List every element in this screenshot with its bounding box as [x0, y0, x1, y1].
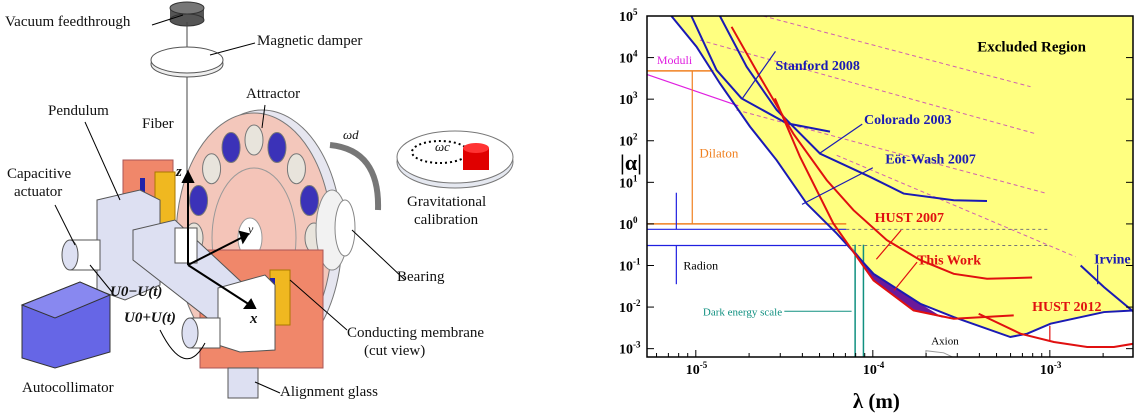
series-line-hust-2007 [730, 26, 1033, 280]
bearing-icon [315, 189, 356, 271]
x-tick-label: 10-3 [1040, 360, 1062, 378]
gravitational-calibration-icon [396, 130, 514, 189]
label-u-plus: U0+U(t) [124, 310, 176, 326]
model-dashed-line [699, 39, 1036, 135]
y-tick-label: 100 [619, 215, 638, 233]
y-tick-exponent: 0 [633, 215, 638, 225]
label-pointer-line [893, 261, 918, 291]
excluded-region-fill [671, 16, 1133, 338]
magnetic-damper-icon [150, 46, 224, 78]
y-tick-label: 10-1 [619, 256, 641, 274]
y-tick-exponent: 3 [633, 90, 638, 100]
label-capacitive-actuator-2: actuator [14, 184, 63, 200]
y-tick-exponent: -3 [633, 340, 641, 350]
model-dashed-line [736, 109, 1048, 195]
plot-frame [646, 15, 1134, 358]
series-line-this-work [774, 97, 1014, 320]
label-hust-2007: HUST 2007 [875, 211, 944, 226]
y-tick-label: 101 [619, 173, 638, 191]
series-line-irvine [1079, 264, 1133, 313]
y-tick-exponent: 4 [633, 49, 638, 59]
label-colorado-2003: Colorado 2003 [864, 113, 952, 128]
label-pointer-line [819, 123, 863, 154]
moduli-line [647, 73, 739, 107]
y-tick-exponent: 5 [633, 7, 638, 17]
label-this-work: This Work [917, 254, 981, 269]
y-tick-label: 102 [619, 132, 638, 150]
x-axis-label: λ (m) [853, 389, 900, 413]
label-omega-c: ωc [435, 139, 450, 154]
label-autocollimator: Autocollimator [22, 380, 114, 396]
label-bearing: Bearing [397, 269, 445, 285]
y-tick-exponent: -1 [633, 256, 641, 266]
model-dashed-line [836, 154, 1076, 258]
excluded-region-label: Excluded Region [977, 39, 1086, 55]
autocollimator-icon [20, 281, 112, 369]
label-attractor: Attractor [246, 86, 301, 102]
label-fiber: Fiber [142, 116, 174, 132]
x-tick-exponent: -4 [877, 360, 885, 370]
x-tick-exponent: -5 [700, 360, 708, 370]
attractor-mass-icon [286, 153, 306, 185]
label-gravitational-calibration-1: Gravitational [407, 194, 487, 210]
attractor-mass-icon [189, 184, 209, 216]
label-moduli: Moduli [657, 53, 693, 67]
label-capacitive-actuator-1: Capacitive [7, 166, 72, 182]
label-omega-d: ωd [343, 127, 359, 142]
alignment-glass-icon [227, 367, 259, 399]
rotation-arrow-icon [329, 142, 382, 211]
label-stanford-2008: Stanford 2008 [775, 59, 859, 74]
label-axis-y: y [248, 222, 254, 236]
label-conducting-membrane-2: (cut view) [364, 343, 426, 359]
label-magnetic-damper: Magnetic damper [257, 33, 363, 49]
x-tick-exponent: -3 [1054, 360, 1062, 370]
x-tick-label: 10-5 [686, 360, 708, 378]
y-tick-exponent: 1 [633, 173, 638, 183]
label-radion: Radion [683, 259, 718, 273]
y-tick-label: 103 [619, 90, 638, 108]
label-pointer-line [741, 50, 776, 100]
series-line-hust-2012 [978, 312, 1133, 348]
series-line-colorado-2003 [718, 16, 988, 203]
leader-lines [54, 14, 406, 394]
y-tick-label: 10-3 [619, 340, 641, 358]
attractor-mass-icon [267, 131, 287, 163]
y-tick-label: 104 [619, 49, 638, 67]
y-tick-label: 105 [619, 7, 638, 25]
label-hust-2012: HUST 2012 [1032, 300, 1101, 315]
label-irvine: Irvine [1094, 252, 1131, 267]
label-u-minus: U0−U(t) [110, 284, 163, 300]
vacuum-feedthrough-icon [169, 1, 205, 27]
label-vacuum-feedthrough: Vacuum feedthrough [5, 14, 131, 30]
label-axis-z: z [176, 164, 182, 180]
series-line-e-t-wash-2007 [670, 16, 1133, 339]
attractor-mass-icon [202, 153, 222, 185]
attractor-mass-icon [299, 184, 319, 216]
x-tick-label: 10-4 [863, 360, 885, 378]
model-dashed-line [763, 16, 1031, 88]
y-tick-exponent: -2 [633, 298, 641, 308]
label-axis-x: x [250, 311, 258, 327]
label-pendulum: Pendulum [48, 103, 109, 119]
y-axis-label: |α| [620, 150, 642, 175]
label-gravitational-calibration-2: calibration [414, 212, 479, 228]
label-dark-energy-scale: Dark energy scale [703, 306, 782, 318]
label-pointer-line [801, 167, 874, 205]
label-axion: Axion [931, 335, 959, 347]
coordinate-axes [181, 169, 257, 309]
attractor-mass-icon [244, 124, 264, 156]
attractor-mass-icon [221, 131, 241, 163]
label-dilaton: Dilaton [699, 145, 738, 160]
y-tick-exponent: 2 [633, 132, 638, 142]
label-eot-wash-2007: Eöt-Wash 2007 [885, 153, 976, 168]
label-alignment-glass: Alignment glass [280, 384, 378, 400]
apparatus-diagram [20, 1, 514, 399]
this-work-shaded-region [851, 246, 944, 318]
label-pointer-line [875, 229, 902, 260]
axion-region-line [925, 350, 954, 357]
y-tick-label: 10-2 [619, 298, 641, 316]
label-conducting-membrane-1: Conducting membrane [347, 325, 485, 341]
series-line-stanford-2008 [690, 16, 831, 133]
